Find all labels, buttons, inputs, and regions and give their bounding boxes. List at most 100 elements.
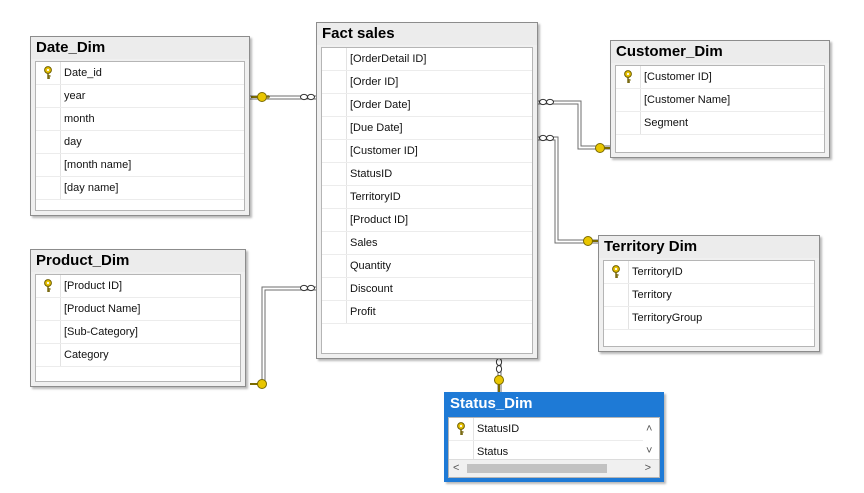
column-row[interactable]: Category <box>36 344 240 367</box>
column-row[interactable]: month <box>36 108 244 131</box>
chevron-right-icon[interactable]: > <box>644 462 651 474</box>
key-icon <box>251 92 270 102</box>
column-row[interactable]: TerritoryID <box>604 261 814 284</box>
column-row[interactable]: [OrderDetail ID] <box>322 48 532 71</box>
column-row[interactable]: [day name] <box>36 177 244 200</box>
column-row[interactable]: Quantity <box>322 255 532 278</box>
column-list: [OrderDetail ID] [Order ID] [Order Date] [D… <box>321 47 533 354</box>
chevron-left-icon[interactable]: < <box>453 462 460 474</box>
horizontal-scrollbar[interactable]: < > <box>449 459 659 477</box>
table-title[interactable]: Fact sales <box>317 23 537 45</box>
table-title[interactable]: Territory Dim <box>599 236 819 258</box>
column-list: [Customer ID] [Customer Name] Segment <box>615 65 825 153</box>
column-row[interactable]: Profit <box>322 301 532 324</box>
column-row[interactable]: [Product ID] <box>322 209 532 232</box>
row-gutter <box>322 278 347 300</box>
key-icon <box>44 279 52 292</box>
column-name: [Customer ID] <box>350 145 418 157</box>
column-name: [Sub-Category] <box>64 326 138 338</box>
key-icon <box>624 70 632 83</box>
column-name: [Order ID] <box>350 76 399 88</box>
column-row[interactable]: TerritoryID <box>322 186 532 209</box>
infinity-icon <box>300 284 315 292</box>
column-name: [Customer ID] <box>644 71 712 83</box>
chevron-up-icon[interactable]: ˄ <box>646 423 653 435</box>
row-gutter <box>322 163 347 185</box>
row-gutter <box>36 131 61 153</box>
column-row[interactable]: Discount <box>322 278 532 301</box>
row-gutter <box>36 108 61 130</box>
row-gutter <box>322 94 347 116</box>
row-gutter <box>322 232 347 254</box>
row-gutter <box>36 154 61 176</box>
column-row[interactable]: StatusID <box>449 418 643 441</box>
column-name: month <box>64 113 95 125</box>
row-gutter <box>36 321 61 343</box>
row-gutter <box>322 117 347 139</box>
table-title[interactable]: Customer_Dim <box>611 41 829 63</box>
row-gutter <box>604 307 629 329</box>
table-status-dim[interactable]: Status_Dim StatusID Status ˄ ˅ < > <box>444 392 664 482</box>
table-title[interactable]: Status_Dim <box>445 393 663 415</box>
column-row[interactable]: day <box>36 131 244 154</box>
row-gutter <box>322 301 347 323</box>
row-gutter <box>604 261 629 283</box>
row-gutter <box>322 71 347 93</box>
column-row[interactable]: [Order ID] <box>322 71 532 94</box>
infinity-icon <box>539 134 554 142</box>
table-title[interactable]: Date_Dim <box>31 37 249 59</box>
key-icon <box>250 379 267 389</box>
column-name: Sales <box>350 237 378 249</box>
column-row[interactable]: year <box>36 85 244 108</box>
column-name: Profit <box>350 306 376 318</box>
row-gutter <box>36 344 61 366</box>
row-gutter <box>36 275 61 297</box>
column-name: Quantity <box>350 260 391 272</box>
row-gutter <box>449 441 474 463</box>
column-name: Territory <box>632 289 672 301</box>
table-product-dim[interactable]: Product_Dim [Product ID][Product Name] [S… <box>30 249 246 387</box>
column-name: [Product ID] <box>350 214 409 226</box>
column-row[interactable]: [Customer ID] <box>322 140 532 163</box>
column-row[interactable]: [Customer ID] <box>616 66 824 89</box>
row-gutter <box>322 255 347 277</box>
row-gutter <box>36 298 61 320</box>
table-fact-sales[interactable]: Fact sales [OrderDetail ID][Order ID][Or… <box>316 22 538 359</box>
column-row[interactable]: [Customer Name] <box>616 89 824 112</box>
row-gutter <box>36 177 61 199</box>
column-name: [Due Date] <box>350 122 403 134</box>
table-customer-dim[interactable]: Customer_Dim [Customer ID] [Customer Name… <box>610 40 830 158</box>
column-row[interactable]: Date_id <box>36 62 244 85</box>
column-row[interactable]: [Product ID] <box>36 275 240 298</box>
column-row[interactable]: [month name] <box>36 154 244 177</box>
column-row[interactable]: TerritoryGroup <box>604 307 814 330</box>
row-gutter <box>449 418 474 440</box>
chevron-down-icon[interactable]: ˅ <box>646 445 653 457</box>
column-row[interactable]: Territory <box>604 284 814 307</box>
column-name: Status <box>477 446 509 458</box>
row-gutter <box>322 209 347 231</box>
scroll-thumb[interactable] <box>467 464 607 473</box>
column-row[interactable]: [Due Date] <box>322 117 532 140</box>
column-name: Category <box>64 349 109 361</box>
column-name: TerritoryGroup <box>632 312 703 324</box>
column-name: [Customer Name] <box>644 94 731 106</box>
column-name: Segment <box>644 117 689 129</box>
infinity-icon <box>539 98 554 106</box>
column-row[interactable]: Segment <box>616 112 824 135</box>
column-name: StatusID <box>477 423 520 435</box>
column-row[interactable]: [Sub-Category] <box>36 321 240 344</box>
column-row[interactable]: [Order Date] <box>322 94 532 117</box>
table-title[interactable]: Product_Dim <box>31 250 245 272</box>
row-gutter <box>322 140 347 162</box>
column-row[interactable]: [Product Name] <box>36 298 240 321</box>
row-gutter <box>616 89 641 111</box>
vertical-scrollbar[interactable]: ˄ ˅ <box>643 418 659 462</box>
column-row[interactable]: StatusID <box>322 163 532 186</box>
column-row[interactable]: Sales <box>322 232 532 255</box>
key-icon <box>44 66 52 79</box>
